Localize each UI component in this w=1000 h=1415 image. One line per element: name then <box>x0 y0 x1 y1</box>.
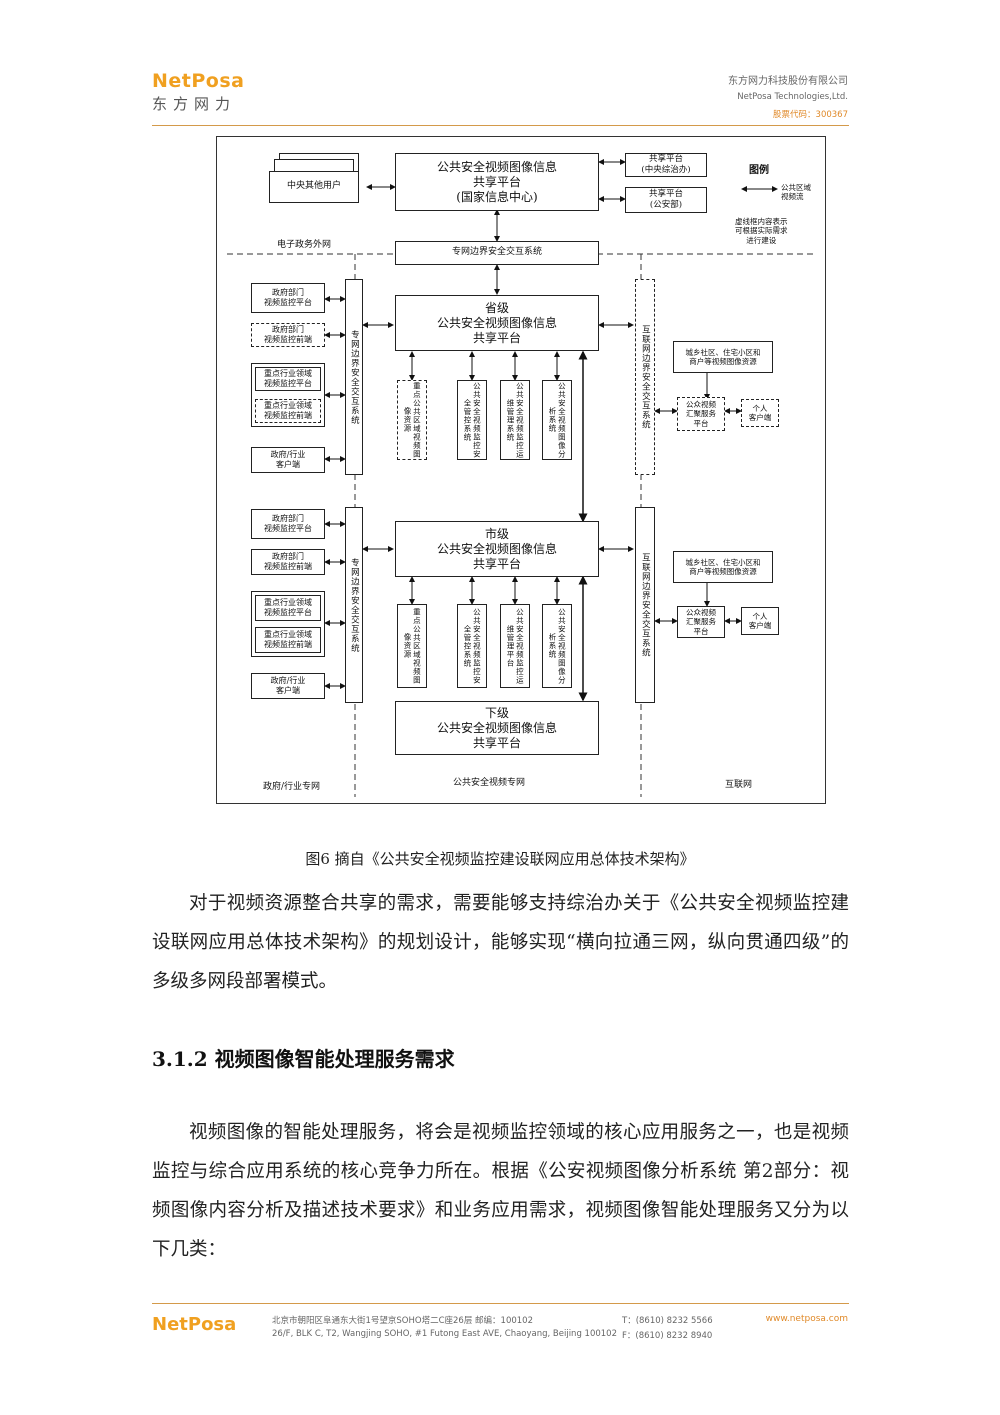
city-sub-2: 公共安全视频监控安全管控系统 <box>457 604 487 688</box>
zone-gov-label: 政府/行业专网 <box>263 782 321 792</box>
footer-fax: F：(8610) 8232 8940 <box>622 1331 713 1341</box>
gov-platform-box-city: 政府部门 视频监控平台 <box>251 509 325 539</box>
gov-front-box: 政府部门 视频监控前端 <box>251 323 325 347</box>
company-name-cn: 东方网力科技股份有限公司 <box>728 76 848 87</box>
zone-internet-label: 互联网 <box>725 780 753 790</box>
figure-caption: 图6 摘自《公共安全视频监控建设联网应用总体技术架构》 <box>305 850 695 868</box>
architecture-diagram: 中央其他用户 公共安全视频图像信息 共享平台 (国家信息中心) 共享平台 (中央… <box>216 136 826 804</box>
share-platform-zyzzb: 共享平台 (中央综治办) <box>625 153 707 177</box>
city-platform: 市级 公共安全视频图像信息 共享平台 <box>395 521 599 577</box>
paragraph-1: 对于视频资源整合共享的需求，需要能够支持综治办关于《公共安全视频监控建设联网应用… <box>152 893 849 992</box>
footer-address-cn: 北京市朝阳区阜通东大街1号望京SOHO塔二C座26层 邮编：100102 <box>272 1316 533 1326</box>
key-platform-box: 重点行业领域 视频监控平台 <box>255 367 321 391</box>
company-name-en: NetPosa Technologies,Ltd. <box>737 92 848 102</box>
prov-sub-3: 公共安全视频监控运维管理系统 <box>500 380 530 460</box>
paragraph-2: 视频图像的智能处理服务，将会是视频监控领域的核心应用服务之一，也是视频监控与综合… <box>152 1122 849 1260</box>
community-box-city: 城乡社区、住宅小区和 商户等视频图像资源 <box>673 551 773 583</box>
community-box-prov: 城乡社区、住宅小区和 商户等视频图像资源 <box>673 341 773 373</box>
gov-client-box: 政府/行业 客户端 <box>251 447 325 473</box>
legend-flow-label: 公共区域 视频流 <box>781 183 811 201</box>
personal-client-city: 个人 客户端 <box>741 607 779 635</box>
personal-client-prov: 个人 客户端 <box>741 399 779 427</box>
prov-sub-2: 公共安全视频监控安全管控系统 <box>457 380 487 460</box>
zone-public-label: 公共安全视频专网 <box>453 778 526 788</box>
footer-tel: T：(8610) 8232 5566 <box>622 1316 713 1326</box>
central-users-box: 中央其他用户 <box>269 171 359 203</box>
city-sub-3: 公共安全视频监控运维管理平台 <box>500 604 530 688</box>
city-sub-1: 重点公共区域视频图像资源 <box>397 604 427 688</box>
inet-border-prov: 互联网边界安全交互系统 <box>635 279 655 475</box>
ext-net-label: 电子政务外网 <box>277 240 332 250</box>
prov-sub-4: 公共安全视频图像分析系统 <box>542 380 572 460</box>
lower-platform: 下级 公共安全视频图像信息 共享平台 <box>395 701 599 755</box>
footer-divider <box>152 1303 849 1304</box>
gov-platform-box: 政府部门 视频监控平台 <box>251 283 325 313</box>
footer-website-link[interactable]: www.netposa.com <box>765 1314 848 1324</box>
key-front-box-city: 重点行业领域 视频监控前端 <box>255 627 321 653</box>
netposa-logo: NetPosa <box>152 70 245 92</box>
provincial-platform: 省级 公共安全视频图像信息 共享平台 <box>395 295 599 351</box>
border-vertical-city: 专网边界安全交互系统 <box>345 507 363 703</box>
legend-title: 图例 <box>749 165 769 176</box>
header-divider <box>152 125 849 126</box>
key-platform-box-city: 重点行业领域 视频监控平台 <box>255 595 321 621</box>
border-top-box: 专网边界安全交互系统 <box>395 241 599 265</box>
share-platform-gab: 共享平台 (公安部) <box>625 187 707 213</box>
section-heading: 3.1.2 视频图像智能处理服务需求 <box>152 1047 455 1071</box>
footer-address-en: 26/F, BLK C, T2, Wangjing SOHO, #1 Futon… <box>272 1329 617 1339</box>
national-platform: 公共安全视频图像信息 共享平台 (国家信息中心) <box>395 153 599 211</box>
inet-border-city: 互联网边界安全交互系统 <box>635 507 655 703</box>
public-service-city: 公众视频 汇聚服务 平台 <box>677 606 725 638</box>
gov-front-box-city: 政府部门 视频监控前端 <box>251 549 325 575</box>
gov-client-box-city: 政府/行业 客户端 <box>251 673 325 699</box>
logo-chinese: 东方网力 <box>152 95 237 113</box>
city-sub-4: 公共安全视频图像分析系统 <box>542 604 572 688</box>
public-service-prov: 公众视频 汇聚服务 平台 <box>677 397 725 431</box>
legend-note: 虚线框内容表示 可根据实际需求 进行建设 <box>735 217 788 245</box>
stock-code: 股票代码：300367 <box>773 110 848 120</box>
key-front-box: 重点行业领域 视频监控前端 <box>255 399 321 423</box>
border-vertical-prov: 专网边界安全交互系统 <box>345 279 363 475</box>
prov-sub-1: 重点公共区域视频图像资源 <box>397 380 427 460</box>
footer-logo: NetPosa <box>152 1314 237 1335</box>
